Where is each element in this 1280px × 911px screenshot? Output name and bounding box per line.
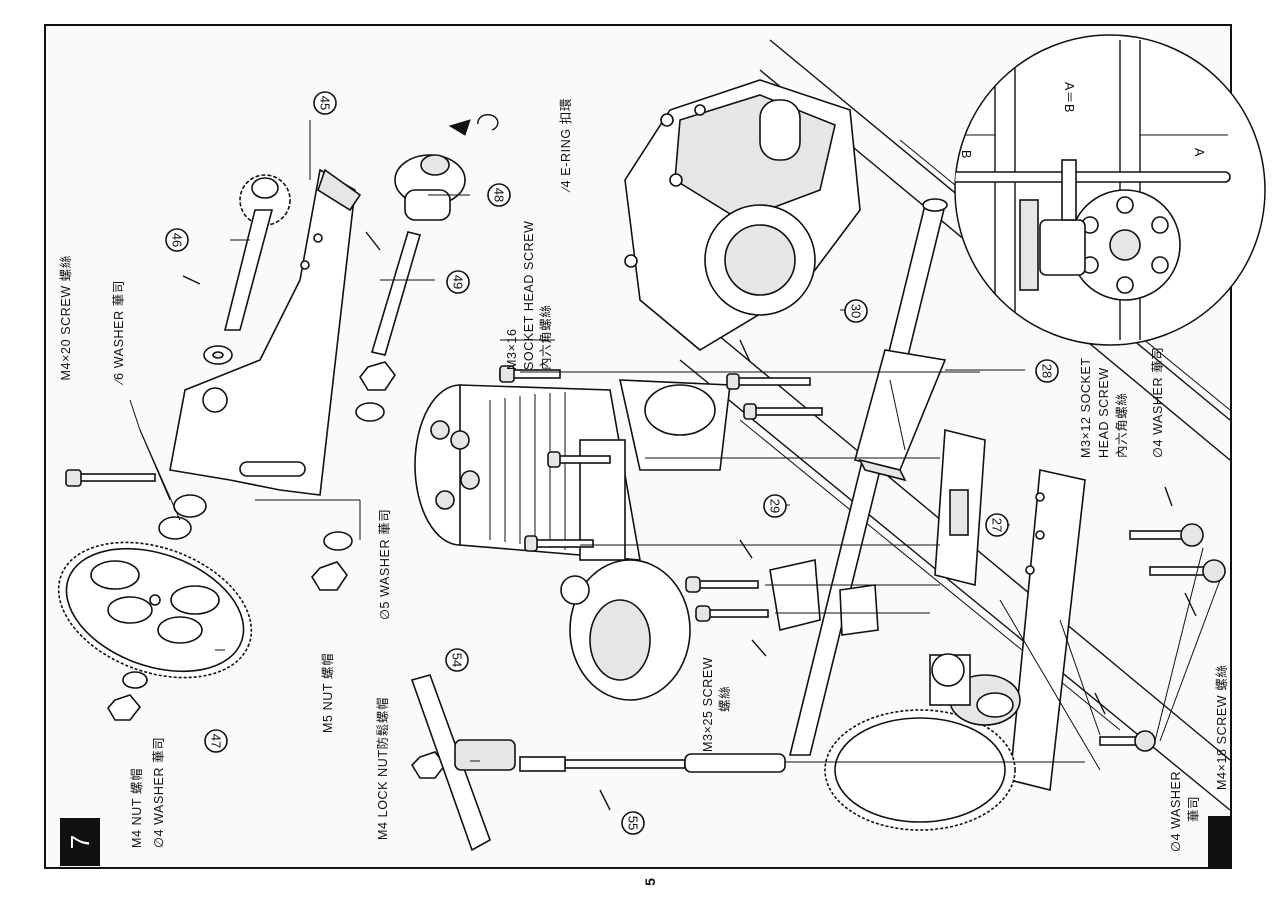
callout-47: 47 xyxy=(204,729,228,753)
label-m4x20-screw: M4×20 SCREW 螺絲 xyxy=(58,255,73,380)
label-m3x16-line2: SOCKET HEAD SCREW xyxy=(522,220,536,370)
servo-mount-assembly xyxy=(624,79,861,351)
callout-48: 48 xyxy=(487,183,511,207)
label-e-ring: ∕4 E-RING 扣環 xyxy=(559,98,573,193)
svg-text:47: 47 xyxy=(209,734,224,748)
inset-label-a: A xyxy=(1192,148,1206,157)
side-plate-right xyxy=(1009,469,1086,791)
gear-47 xyxy=(57,541,253,679)
svg-text:54: 54 xyxy=(450,653,465,667)
label-m3x25-line2: 螺絲 xyxy=(717,686,732,712)
svg-text:45: 45 xyxy=(318,96,333,110)
callout-46: 46 xyxy=(165,228,189,252)
label-m4-nut: M4 NUT 螺帽 xyxy=(129,768,144,848)
bracket-45 xyxy=(169,168,362,496)
callout-45: 45 xyxy=(313,91,337,115)
label-washer-4-left: ∅4 WASHER 華司 xyxy=(152,737,166,848)
svg-text:46: 46 xyxy=(170,233,185,247)
callout-29: 29 xyxy=(763,494,787,518)
callout-55: 55 xyxy=(621,811,645,835)
svg-text:55: 55 xyxy=(626,816,641,830)
washers-left xyxy=(122,345,385,689)
callout-27: 27 xyxy=(985,513,1009,537)
m4x20-screw xyxy=(65,469,156,487)
label-washer-6: ∕6 WASHER 華司 xyxy=(112,280,126,386)
sprocket-shaft-46 xyxy=(223,174,291,331)
label-washer-5: ∅5 WASHER 華司 xyxy=(378,509,392,620)
rail-30 xyxy=(788,198,948,756)
label-m3x16-line1: M3×16 xyxy=(505,328,519,370)
svg-text:29: 29 xyxy=(768,499,783,513)
m3x16-screws xyxy=(499,365,823,552)
svg-text:27: 27 xyxy=(990,518,1005,532)
svg-text:48: 48 xyxy=(492,188,507,202)
clutch-gear-assembly xyxy=(824,653,1021,831)
svg-text:28: 28 xyxy=(1040,364,1055,378)
callout-30: 30 xyxy=(844,299,868,323)
label-m3x12-line3: 內六角螺絲 xyxy=(1114,392,1129,458)
step-number: 7 xyxy=(65,835,95,849)
mount-block-27 xyxy=(934,428,986,587)
linkage-rod-55 xyxy=(519,753,786,773)
label-m3x25-line1: M3×25 SCREW xyxy=(701,657,715,752)
m3x25-screws xyxy=(685,576,769,622)
e-ring xyxy=(448,114,499,136)
svg-text:30: 30 xyxy=(849,304,864,318)
engine-fins xyxy=(489,392,566,550)
pins xyxy=(182,231,1197,811)
label-m4-lock-nut: M4 LOCK NUT防鬆螺帽 xyxy=(375,697,390,840)
label-washer-4-right: ∅4 WASHER 華司 xyxy=(1151,347,1165,458)
step-badge: 7 xyxy=(60,818,100,866)
label-washer-4-bottom-line1: ∅4 WASHER xyxy=(1169,771,1183,852)
label-m3x12-line2: HEAD SCREW xyxy=(1097,367,1111,458)
part-callouts: 45 46 47 48 49 30 28 27 29 54 55 xyxy=(165,91,1059,835)
callout-54: 54 xyxy=(445,648,469,672)
mount-block-28 xyxy=(854,349,947,482)
assembly-guide-lines xyxy=(129,120,1221,771)
label-m3x16-line3: 內六角螺絲 xyxy=(538,304,553,370)
svg-text:49: 49 xyxy=(451,275,466,289)
throttle-arm-54 xyxy=(410,674,516,852)
inset-label-b: B xyxy=(959,150,973,159)
label-washer-4-bottom-line2: 華司 xyxy=(1187,796,1201,822)
label-m4x18-screw: M4×18 SCREW 螺絲 xyxy=(1214,665,1229,790)
pulley-48 xyxy=(394,154,466,221)
callout-28: 28 xyxy=(1035,359,1059,383)
label-m5-nut: M5 NUT 螺帽 xyxy=(320,653,335,733)
page-number: 5 xyxy=(642,878,658,886)
corner-tab xyxy=(1208,816,1230,868)
callout-49: 49 xyxy=(446,270,470,294)
text-labels: M4×20 SCREW 螺絲 ∕6 WASHER 華司 M4 NUT 螺帽 ∅4… xyxy=(58,98,1229,852)
engine-assembly xyxy=(414,379,731,701)
inset-detail: B A A＝B xyxy=(954,34,1266,346)
label-m3x12-line1: M3×12 SOCKET xyxy=(1079,357,1093,458)
inset-equation: A＝B xyxy=(1062,82,1076,113)
nuts xyxy=(107,361,447,779)
threaded-rod-49 xyxy=(370,231,422,356)
